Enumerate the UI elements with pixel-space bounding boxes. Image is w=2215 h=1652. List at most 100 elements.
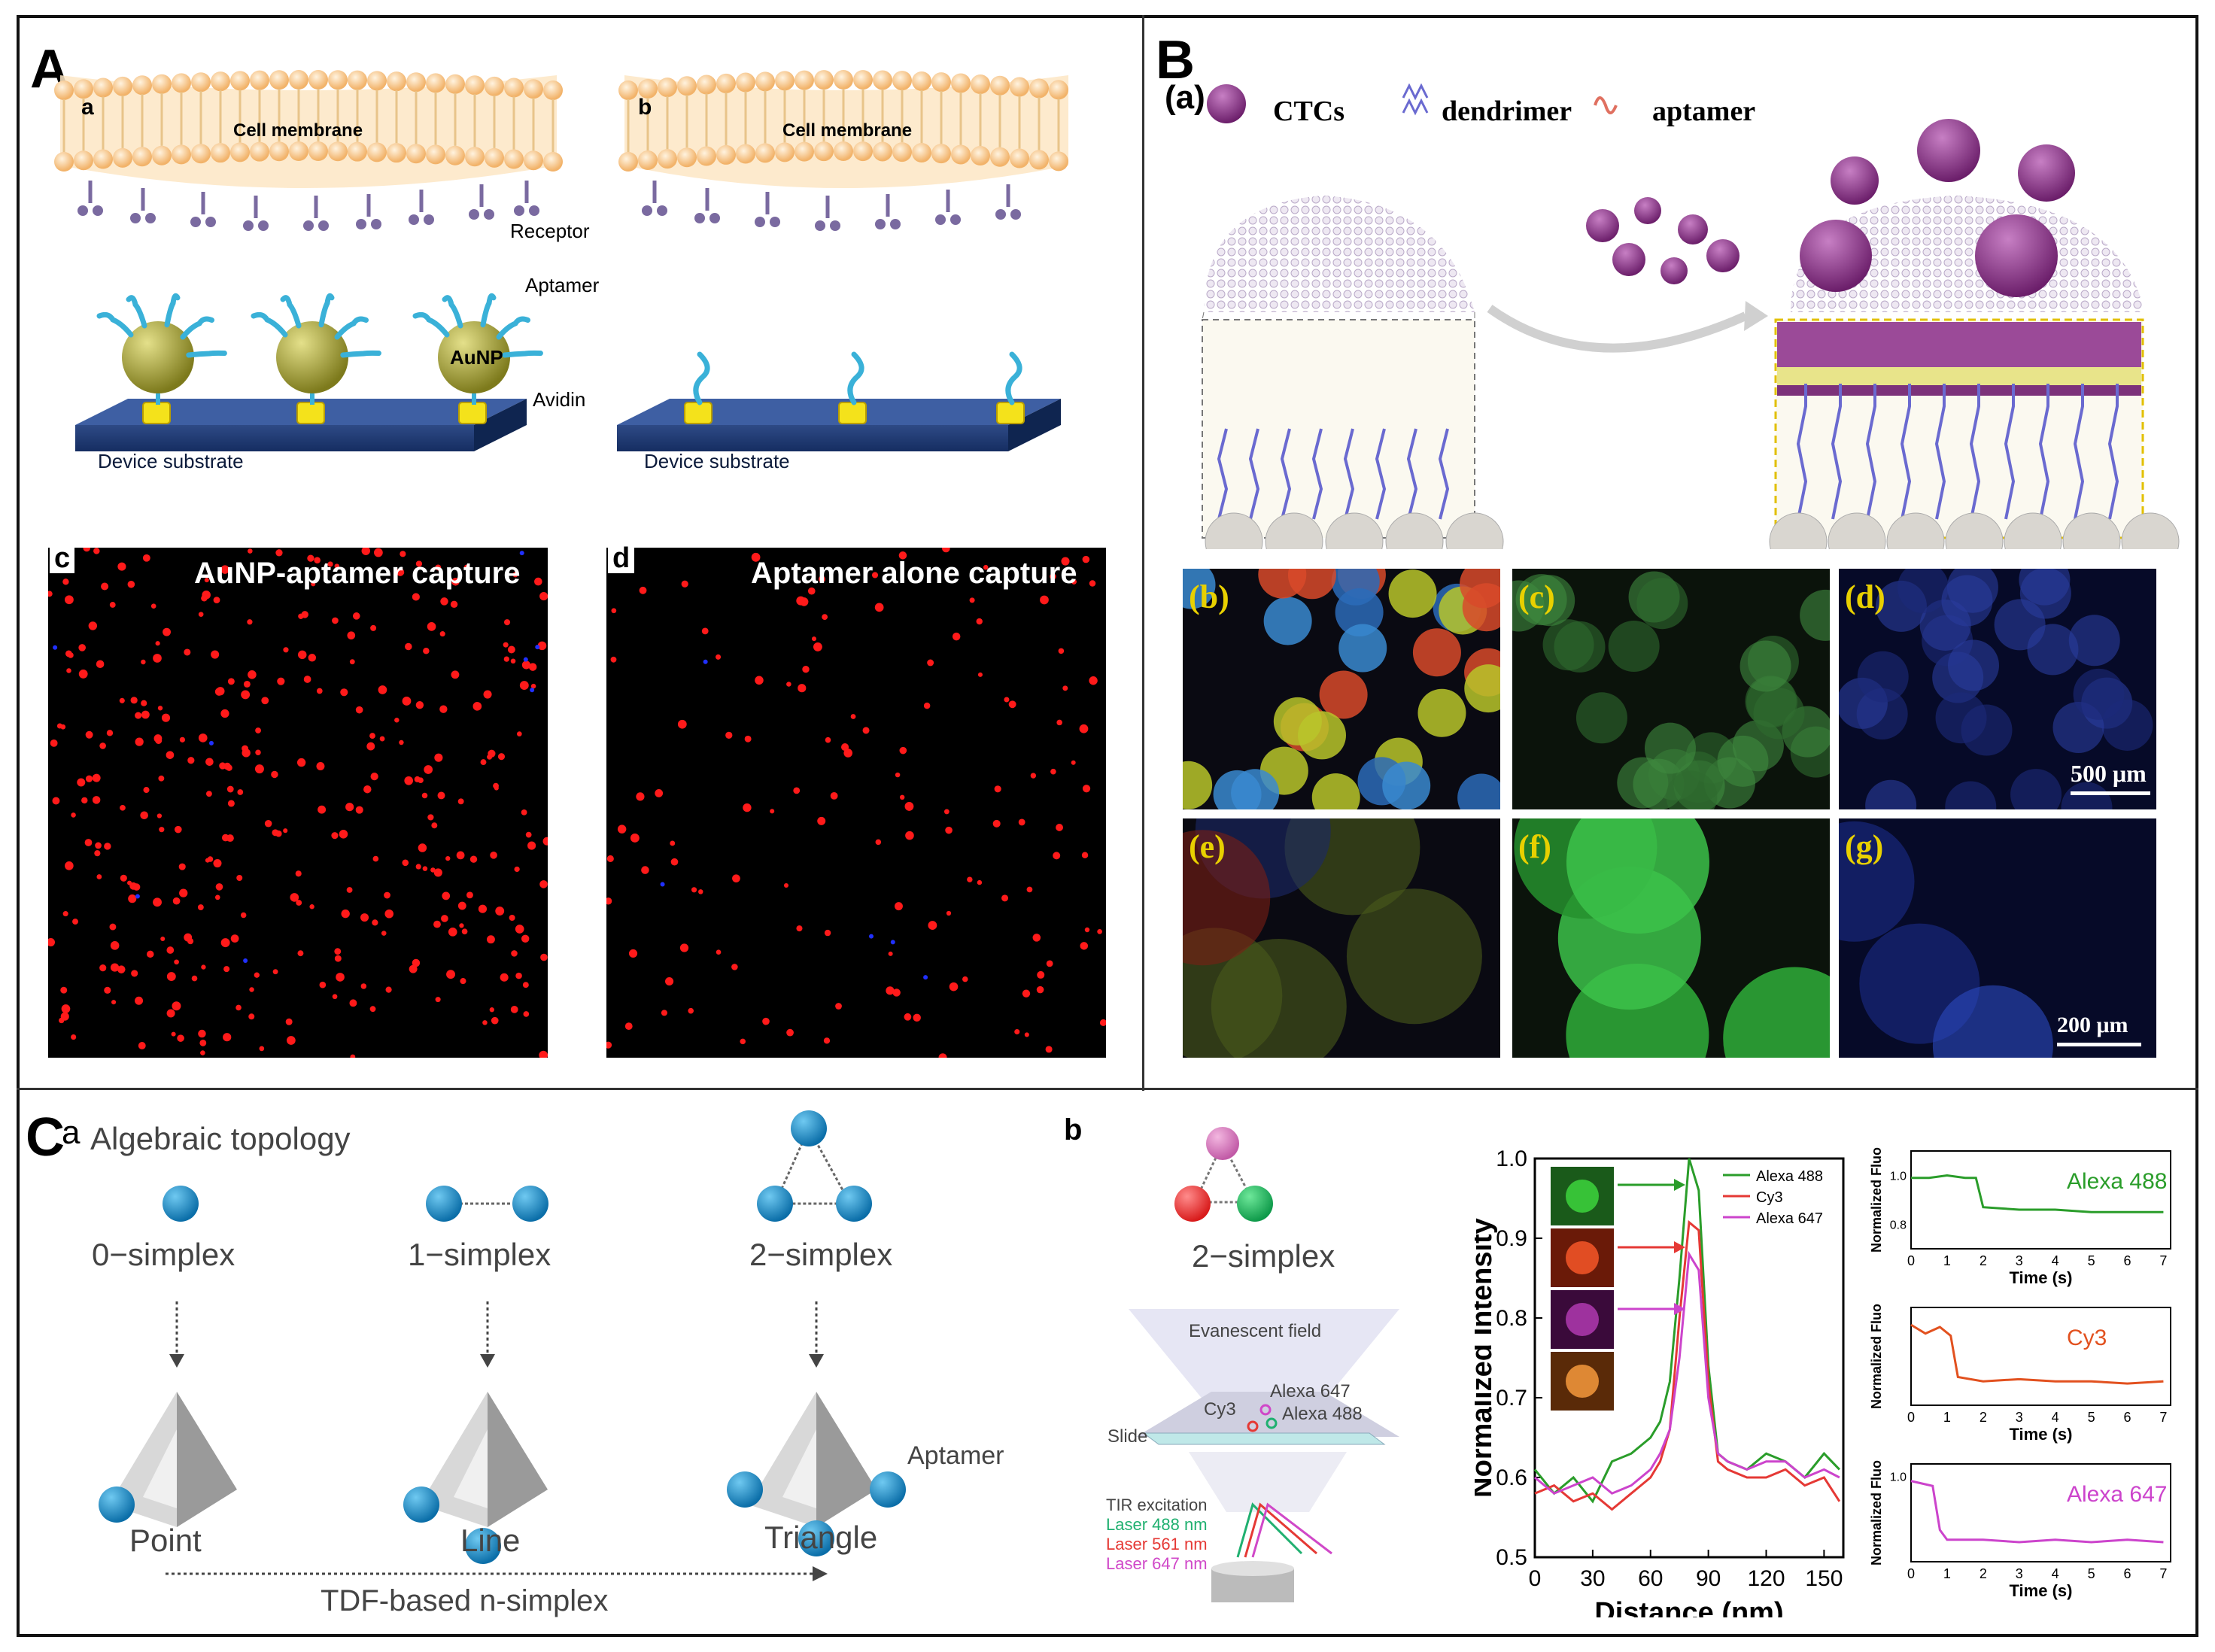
micrograph-e-label: (e) xyxy=(1189,828,1226,865)
two-simplex-label-b: 2−simplex xyxy=(1192,1238,1335,1274)
trace-x-tick: 6 xyxy=(2123,1566,2131,1581)
legend-entry: Cy3 xyxy=(1756,1189,1783,1206)
zero-simplex-label: 0−simplex xyxy=(92,1237,235,1272)
cell-membrane-b xyxy=(618,70,1068,188)
trace-y-tick: 0.8 xyxy=(1890,1219,1907,1232)
micrograph-g-label: (g) xyxy=(1845,828,1884,865)
scale-bar-200 xyxy=(2057,1043,2141,1046)
trace-series-label: Alexa 647 xyxy=(2067,1482,2167,1507)
aunp-label: AuNP xyxy=(450,346,503,369)
slide-label: Slide xyxy=(1108,1426,1148,1447)
slide xyxy=(1142,1432,1386,1445)
two-simplex-label: 2−simplex xyxy=(749,1237,893,1272)
micrograph-c-green-label: (c) xyxy=(1518,579,1555,615)
trace-line xyxy=(1910,1323,2164,1385)
trace-x-label: Time (s) xyxy=(2010,1581,2073,1600)
trace-x-label: Time (s) xyxy=(2010,1268,2073,1287)
algebraic-topology-title: Algebraic topology xyxy=(90,1121,351,1156)
trace-x-tick: 3 xyxy=(2016,1253,2023,1268)
vertical-divider xyxy=(1142,15,1144,1091)
x-axis-label: Distance (nm) xyxy=(1594,1597,1783,1617)
micrograph-f xyxy=(1512,818,1830,1058)
device-substrate-label-b: Device substrate xyxy=(644,450,790,472)
y-tick-label: 0.7 xyxy=(1496,1386,1527,1411)
trace-x-tick: 7 xyxy=(2159,1410,2167,1425)
trace-x-tick: 1 xyxy=(1943,1253,1951,1268)
cell-membrane-label-b: Cell membrane xyxy=(782,120,913,141)
inset-spot-image xyxy=(1549,1350,1615,1412)
receptor-label: Receptor xyxy=(510,220,590,242)
tirf-setup-diagram xyxy=(1129,1127,1399,1602)
x-tick-label: 0 xyxy=(1529,1566,1542,1591)
scale-bar-500-label: 500 μm xyxy=(2071,760,2147,787)
trace-x-tick: 5 xyxy=(2088,1566,2095,1581)
horizontal-divider xyxy=(17,1088,2198,1090)
trace-x-tick: 1 xyxy=(1943,1410,1951,1425)
trace-y-tick: 1.0 xyxy=(1890,1471,1907,1483)
tir-excitation-label: TIR excitation xyxy=(1106,1496,1208,1514)
micrograph-d-blue-label: (d) xyxy=(1845,579,1885,615)
trace-x-tick: 3 xyxy=(2016,1566,2023,1581)
two-simplex xyxy=(757,1110,872,1222)
inset-spot-image xyxy=(1549,1227,1615,1289)
point-label: Point xyxy=(129,1523,202,1558)
micrograph-d-caption: Aptamer alone capture xyxy=(751,557,1077,590)
micrograph-d xyxy=(606,548,1106,1058)
trace-series-label: Cy3 xyxy=(2067,1326,2107,1350)
trace-line xyxy=(1911,1174,2164,1213)
y-tick-label: 0.5 xyxy=(1496,1545,1527,1570)
ctc-legend-icon xyxy=(1207,84,1246,123)
x-tick-label: 90 xyxy=(1696,1566,1721,1591)
laser-561-label: Laser 561 nm xyxy=(1106,1535,1208,1553)
aunp-particles xyxy=(122,321,510,405)
trace-x-label: Time (s) xyxy=(2010,1425,2073,1444)
micrograph-b-label: (b) xyxy=(1189,579,1229,615)
figure-frame xyxy=(17,15,2198,1637)
avidin-label: Avidin xyxy=(533,388,586,411)
micrograph-e xyxy=(1183,818,1500,1058)
two-simplex-colored xyxy=(1174,1127,1273,1222)
panel-a-schematic xyxy=(54,70,1068,451)
one-simplex xyxy=(426,1186,548,1222)
micrograph-c-caption: AuNP-aptamer capture xyxy=(194,557,521,590)
dendrimer-legend-icon xyxy=(1402,83,1429,116)
subpanel-b-label: b xyxy=(638,95,652,120)
evanescent-field-label: Evanescent field xyxy=(1189,1321,1322,1341)
trace-x-tick: 0 xyxy=(1907,1566,1915,1581)
trace-x-tick: 1 xyxy=(1943,1566,1951,1581)
panel-c-label: C xyxy=(26,1107,65,1168)
free-ctcs xyxy=(1586,197,1739,284)
x-tick-label: 150 xyxy=(1805,1566,1843,1591)
cy3-dye-label: Cy3 xyxy=(1204,1399,1236,1420)
trace-y-label: Normalized Fluo xyxy=(1869,1460,1884,1565)
inset-spot-image xyxy=(1549,1165,1615,1227)
trace-x-tick: 6 xyxy=(2123,1410,2131,1425)
laser-647-label: Laser 647 nm xyxy=(1106,1554,1208,1573)
series-line xyxy=(1534,1250,1840,1495)
one-simplex-label: 1−simplex xyxy=(408,1237,551,1272)
trace-series-label: Alexa 488 xyxy=(2067,1169,2167,1194)
evanescent-field xyxy=(1129,1309,1399,1401)
panel-c-sub-a-label: a xyxy=(62,1114,81,1151)
capture-arrow xyxy=(1487,305,1748,353)
micrograph-f-label: (f) xyxy=(1518,828,1551,865)
trace-x-tick: 5 xyxy=(2088,1410,2095,1425)
y-tick-label: 0.8 xyxy=(1496,1306,1527,1331)
micrograph-c-label: c xyxy=(50,543,75,573)
zero-simplex-node xyxy=(163,1186,199,1222)
trace-x-tick: 4 xyxy=(2052,1566,2059,1581)
aptamer-label-c: Aptamer xyxy=(907,1441,1004,1470)
micrograph-d-label: d xyxy=(608,543,635,573)
excitation-beams xyxy=(1236,1502,1332,1558)
micrograph-g xyxy=(1839,818,2156,1058)
legend-aptamer: aptamer xyxy=(1652,96,1756,127)
trace-x-tick: 2 xyxy=(1980,1566,1987,1581)
trace-y-tick: 1.0 xyxy=(1890,1171,1907,1183)
trace-y-label: Normalized Fluo xyxy=(1869,1147,1884,1253)
micrograph-d-blue xyxy=(1839,569,2156,809)
legend-entry: Alexa 647 xyxy=(1756,1210,1823,1227)
